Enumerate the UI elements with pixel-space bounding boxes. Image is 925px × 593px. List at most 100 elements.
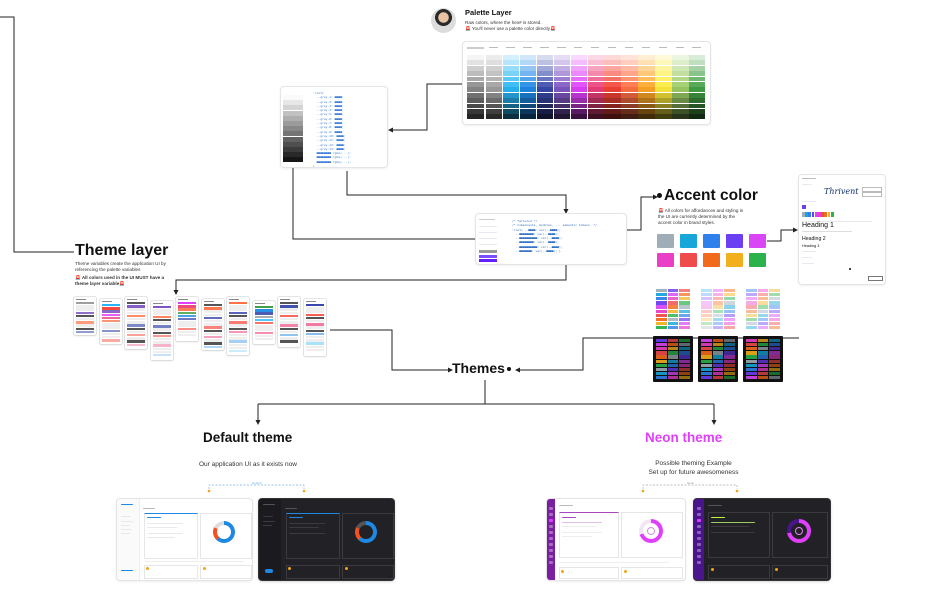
accent-variant-cell [757, 347, 768, 351]
theme-sheet-row [127, 337, 145, 340]
accent-variant-cell [712, 289, 723, 293]
accent-variant-cell [701, 317, 712, 321]
palette-color-cell [689, 114, 706, 120]
accent-variant-cell [769, 321, 780, 326]
palette-color-cell [621, 87, 638, 93]
neon-theme-subtitle: Possible theming Example Set up for futu… [648, 460, 739, 476]
default-dark-app [259, 499, 394, 580]
theme-sheet-row [76, 311, 94, 314]
accent-variant-cell [746, 325, 757, 330]
accent-variant-cell [724, 325, 735, 330]
theme-sheet-row [127, 327, 145, 330]
accent-variant-cell [769, 347, 780, 351]
neon-rail-icon [549, 525, 553, 528]
accent-variant-cell [712, 363, 723, 367]
palette-color-cell [621, 76, 638, 82]
theme-sheet-header [178, 299, 188, 301]
palette-color-cell [672, 76, 689, 82]
theme-sheet-row [127, 305, 145, 308]
theme-sheet-row [229, 318, 247, 321]
accent-variant-cell [701, 297, 712, 301]
accent-variant-cell [667, 309, 678, 313]
theme-sheet-row [101, 313, 120, 316]
palette-color-cell [672, 87, 689, 93]
theme-sheet-row [280, 324, 298, 327]
palette-color-cell [672, 71, 689, 76]
theme-sheet-row [280, 302, 298, 305]
theme-sheet-header [305, 301, 316, 303]
gray-ramp-cell [283, 136, 303, 142]
accent-variant-cell [679, 309, 690, 313]
accent-variant-cell [712, 313, 723, 317]
theme-sheet-row [152, 354, 171, 357]
neon-rail-icon [549, 519, 553, 522]
palette-color-cell [486, 109, 503, 114]
palette-color-cell [519, 98, 537, 103]
gray-ramp-cell [283, 147, 303, 152]
theme-sheet-row [203, 304, 222, 307]
palette-color-cell [486, 76, 503, 82]
accent-variant-panel [743, 286, 783, 332]
palette-color-cell [570, 76, 588, 82]
accent-variant-cell [667, 375, 678, 380]
accent-variant-cell [667, 351, 678, 355]
theme-sheet-row [203, 329, 222, 332]
accent-variant-cell [656, 305, 667, 309]
palette-color-cell [621, 114, 638, 120]
palette-column-header [506, 47, 515, 49]
accent-variant-cell [701, 301, 712, 305]
theme-sheet-row [280, 330, 298, 334]
palette-gray-cell [467, 76, 484, 82]
palette-author-avatar [431, 8, 456, 33]
neon-rail-icon [697, 525, 701, 528]
gray-ramp-cell [283, 115, 303, 121]
style-panel-chip [830, 212, 834, 217]
brand-style-panel: Thrivent Heading 1 Heading 2 Heading 3 [799, 175, 885, 284]
neon-rail-icon [697, 549, 701, 552]
theme-sheet-row [203, 342, 222, 345]
theme-sheet-row [203, 332, 222, 336]
accent-variant-cell [746, 347, 757, 351]
semantic-token-card: /* Tailwind */ /* Components, modules, .… [476, 214, 626, 264]
style-panel-chip [821, 212, 824, 217]
theme-sheet-row [101, 320, 120, 323]
accent-variant-cell [769, 371, 780, 376]
palette-color-cell [502, 114, 520, 120]
accent-variant-cell [712, 375, 723, 380]
accent-variant-cell [746, 367, 757, 371]
accent-variant-cell [746, 293, 757, 297]
accent-variant-cell [667, 371, 678, 376]
palette-color-cell [570, 65, 588, 71]
palette-color-cell [519, 114, 537, 120]
palette-color-cell [638, 87, 655, 93]
palette-column-header [557, 47, 566, 49]
accent-swatch [680, 253, 697, 267]
accent-variant-cell [746, 301, 757, 305]
palette-color-cell [638, 109, 655, 114]
theme-sheet-row [127, 330, 145, 334]
accent-color-description: 🚨 All colors for affordances and styling… [658, 208, 744, 225]
accent-variant-cell [667, 347, 678, 351]
accent-swatch [703, 253, 720, 267]
accent-variant-cell [701, 339, 712, 343]
palette-color-cell [519, 92, 537, 98]
accent-variant-cell [757, 301, 768, 305]
palette-color-cell [638, 76, 655, 82]
palette-column-header [675, 47, 684, 49]
gray-ramp-code: :root{ --gray-1: ■■■■; --gray-2: ■■■■; -… [313, 91, 351, 167]
palette-color-cell [621, 82, 638, 87]
accent-variant-cell [746, 313, 757, 317]
accent-variant-cell [712, 309, 723, 313]
accent-variant-cell [746, 339, 757, 343]
theme-sheet-row [203, 345, 222, 348]
theme-sheet-row [127, 321, 145, 324]
theme-sheet-row [254, 315, 273, 318]
palette-column-header [574, 47, 583, 49]
theme-sheet-row [203, 307, 222, 310]
theme-sheet-row [178, 308, 196, 311]
accent-variant-panel [653, 336, 693, 382]
accent-variant-cell [656, 375, 667, 380]
accent-swatch-grid [657, 234, 772, 270]
neon-rail-icon [549, 561, 553, 564]
gray-ramp-cell [283, 141, 303, 147]
